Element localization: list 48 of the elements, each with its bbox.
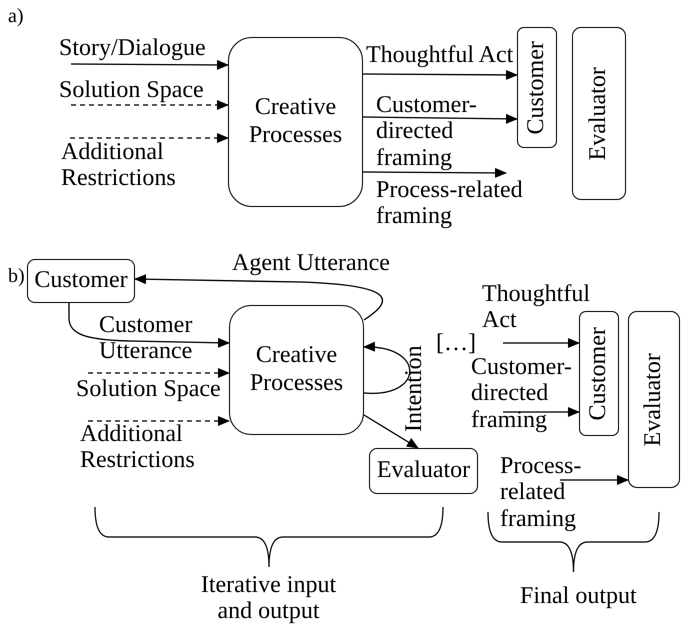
node-text: Evaluator: [585, 66, 612, 160]
node-text: Evaluator: [376, 457, 472, 485]
edge-label: Solution Space: [76, 376, 221, 402]
edge-label: Additional Restrictions: [61, 139, 177, 192]
arrow: [503, 407, 580, 417]
node-text: Creative Processes: [248, 94, 344, 150]
dashed-arrow: [88, 368, 230, 378]
arrow: [364, 414, 419, 449]
text-label: Iterative input and output: [200, 572, 338, 625]
arrow: [68, 303, 230, 348]
node-text: Creative Processes: [248, 342, 344, 398]
edge-label: Customer Utterance: [99, 312, 194, 365]
rounded-box: [228, 37, 363, 207]
arrow: [71, 60, 229, 70]
dashed-arrow: [88, 416, 230, 426]
text-label: a): [8, 5, 24, 27]
text-label: […]: [436, 330, 476, 356]
edge-label: Solution Space: [59, 77, 204, 104]
vertical-rounded-box: [572, 27, 626, 200]
arrow: [363, 70, 518, 80]
dashed-arrow: [71, 100, 229, 110]
node-text: Customer: [33, 267, 129, 295]
text-label: b): [8, 265, 25, 287]
arrow: [560, 475, 629, 485]
edge-label: Customer-directed framing: [471, 354, 573, 434]
rounded-box: [369, 448, 478, 494]
edge-label: Process-related framing: [376, 177, 524, 230]
edge-label: Agent Utterance: [232, 250, 390, 276]
dashed-arrow: [70, 133, 229, 143]
edge-label: Intention: [401, 345, 428, 432]
text-label: Final output: [520, 583, 637, 610]
edge-label: Thoughtful Act: [366, 42, 514, 68]
arrow: [363, 114, 518, 124]
edge-label: Customer-directed framing: [376, 92, 478, 172]
rounded-box: [229, 305, 364, 435]
arrow: [503, 338, 580, 348]
edge-label: Process-related framing: [500, 453, 582, 532]
vertical-rounded-box: [628, 311, 680, 488]
edge-label: Additional Restrictions: [80, 421, 196, 474]
arrow: [363, 342, 410, 394]
rounded-box: [27, 259, 135, 303]
vertical-rounded-box: [579, 311, 619, 436]
arrow: [134, 274, 383, 321]
vertical-rounded-box: [517, 27, 557, 148]
node-text: Customer: [523, 40, 550, 134]
node-text: Evaluator: [640, 352, 668, 446]
edge-label: Story/Dialogue: [59, 35, 206, 62]
arrow: [363, 168, 507, 178]
